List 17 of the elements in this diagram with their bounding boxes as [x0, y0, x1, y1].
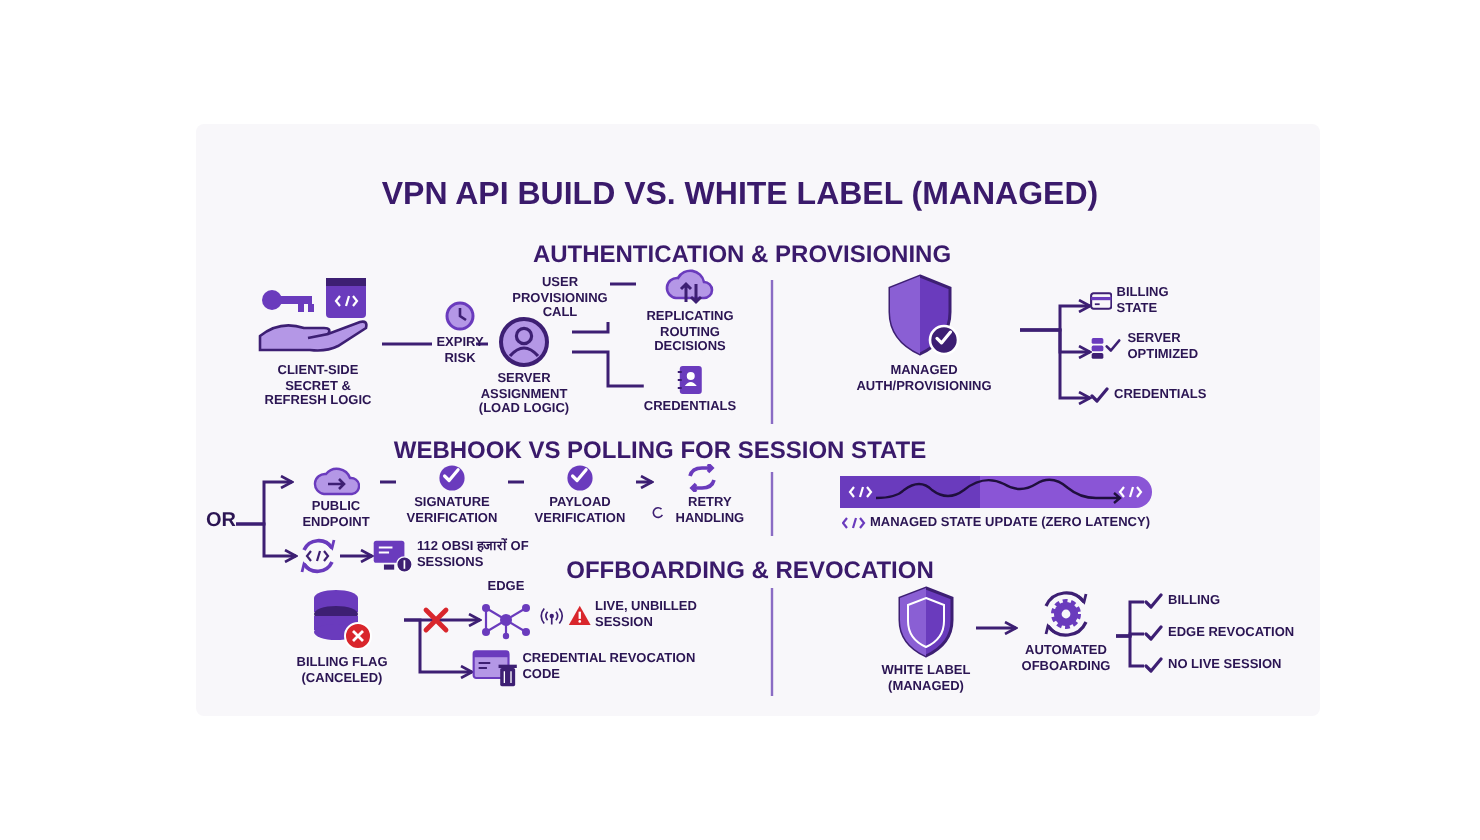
connector-line — [508, 480, 524, 484]
connector-line — [340, 548, 374, 564]
connector-line — [1116, 634, 1144, 668]
connector-line — [572, 350, 644, 388]
connector-line — [382, 342, 432, 346]
section-heading: AUTHENTICATION & PROVISIONING — [532, 242, 952, 269]
connector-line — [380, 480, 396, 484]
connector-line — [476, 342, 488, 346]
section-heading: OFFBOARDING & REVOCATION — [566, 558, 934, 585]
connector-line — [1020, 328, 1092, 406]
diagram-title: VPN API BUILD VS. WHITE LABEL (MANAGED) — [379, 176, 1101, 215]
connector-line — [236, 522, 298, 564]
connector-line — [404, 618, 474, 680]
or-label: OR — [206, 510, 236, 534]
connector-line — [976, 620, 1018, 636]
connector-line — [636, 474, 654, 490]
section-heading: WEBHOOK VS POLLING FOR SESSION STATE — [393, 438, 927, 465]
